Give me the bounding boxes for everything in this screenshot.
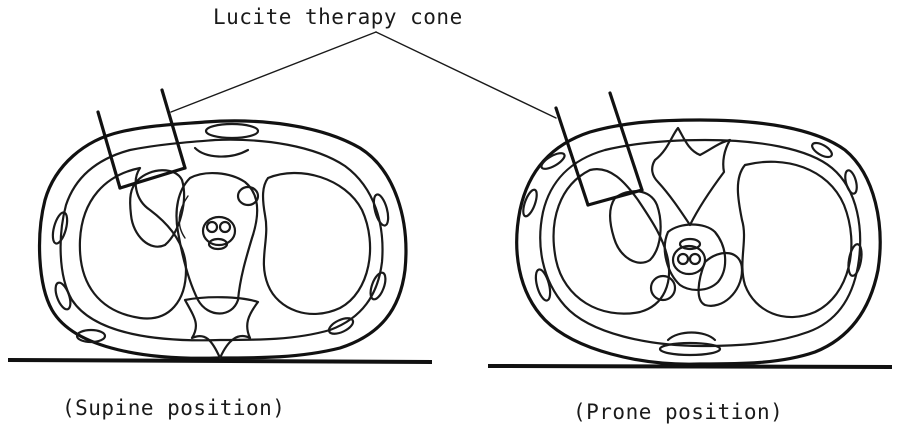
prone-esophagus: [680, 239, 700, 249]
supine-cross-section: [10, 90, 430, 362]
prone-cone-tip: [588, 190, 642, 205]
supine-bronchus-left: [207, 222, 217, 232]
prone-cone-left-wall: [556, 108, 588, 205]
supine-rib-oval-top: [206, 124, 258, 138]
prone-rib-oval-left-lower: [533, 268, 553, 302]
supine-cone-right-wall: [162, 90, 185, 168]
supine-rib-oval-left-lower: [53, 281, 74, 311]
leader-line-prone: [376, 32, 556, 118]
supine-mediastinum: [177, 173, 258, 313]
supine-rib-oval-left-upper: [50, 211, 70, 245]
cone-label-leaders: [171, 32, 556, 118]
prone-right-lung: [738, 162, 852, 317]
supine-table-line: [10, 360, 430, 362]
supine-rib-oval-right-lower: [368, 271, 389, 301]
prone-vertebra: [652, 128, 730, 225]
supine-vertebra: [185, 297, 258, 358]
supine-left-lung: [80, 168, 186, 318]
prone-sternum: [668, 333, 715, 341]
prone-bronchus-right: [690, 254, 700, 264]
supine-rib-oval-right-upper: [371, 193, 391, 227]
supine-bronchus-right: [220, 222, 230, 232]
leader-line-supine: [171, 32, 376, 112]
prone-bronchus-left: [678, 254, 688, 264]
prone-cross-section: [490, 93, 890, 367]
prone-rib-oval-right-lower: [846, 243, 863, 277]
supine-therapy-cone: [98, 90, 185, 188]
supine-sternum: [195, 148, 248, 157]
prone-rib-oval-right-upper: [843, 169, 859, 195]
supine-right-lung: [263, 173, 370, 314]
supine-cone-left-wall: [98, 112, 120, 188]
prone-table-line: [490, 366, 890, 367]
prone-hatched-tumor: [610, 191, 661, 263]
